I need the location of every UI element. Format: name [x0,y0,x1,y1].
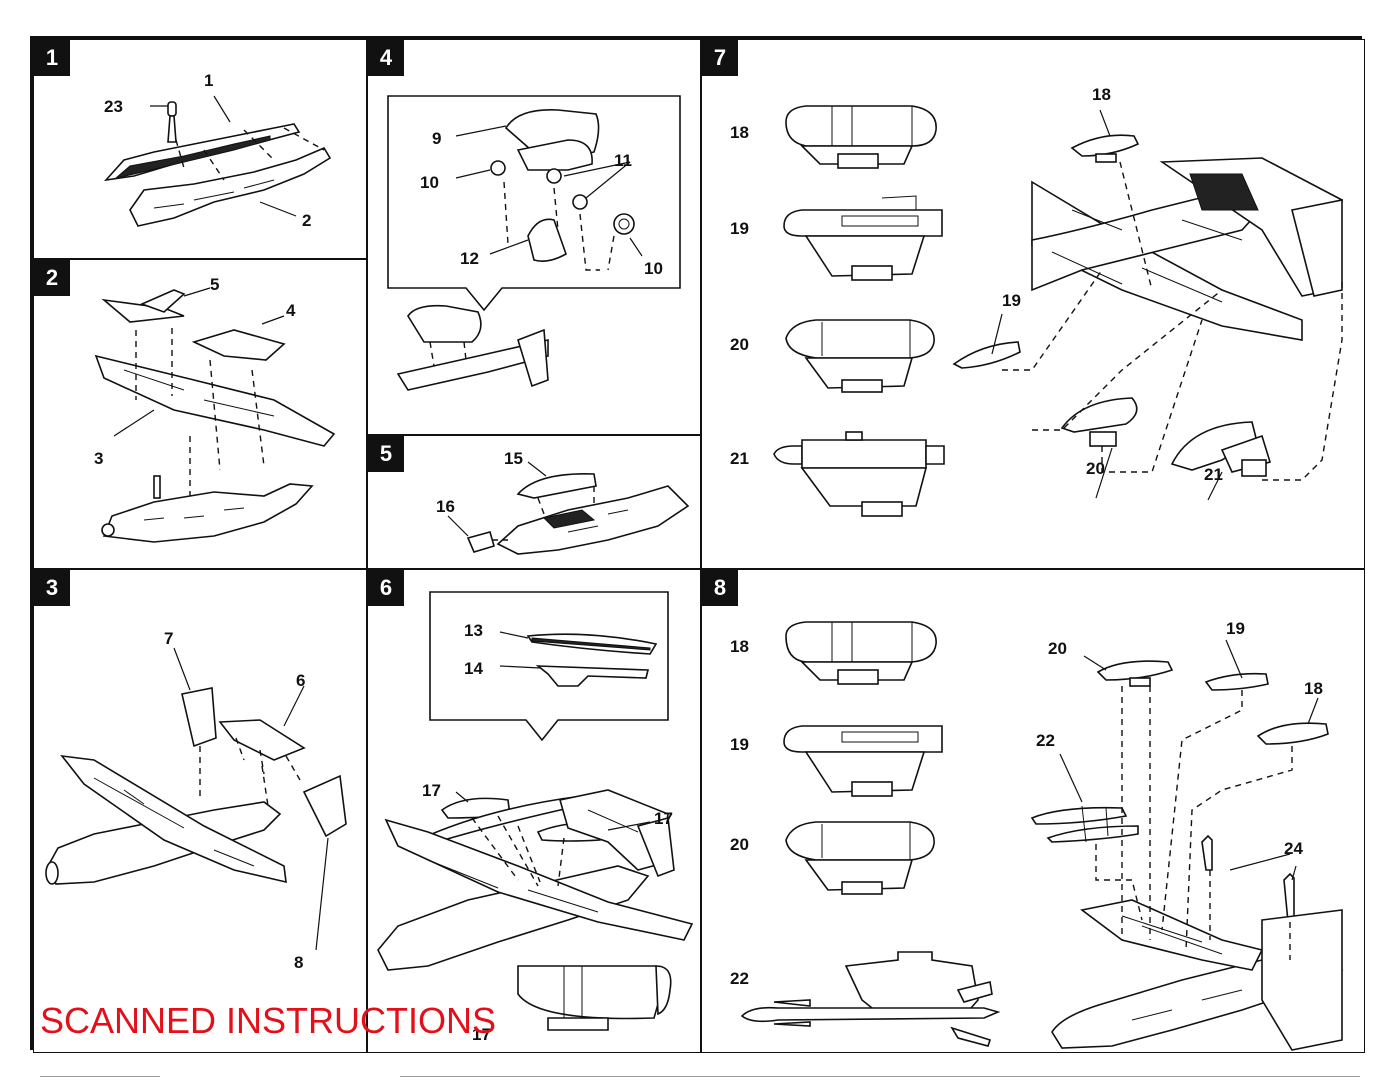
part-label-19: 19 [1002,291,1021,310]
step-5-number: 5 [368,436,404,472]
part-label-10-right: 10 [644,259,663,278]
footer-rule [400,1076,1360,1077]
step-7-panel: 7 18 19 20 21 [701,39,1365,569]
step-7-diagram: 18 19 20 21 [730,85,1343,517]
footer-rule [40,1076,160,1077]
store-key-label-18: 18 [730,637,749,656]
part-label-12: 12 [460,249,479,268]
part-label-9: 9 [432,129,441,148]
store-key-label-19: 19 [730,219,749,238]
store-key-label-22: 22 [730,969,749,988]
part-label-8: 8 [294,953,303,972]
step-6-diagram: 13 14 17 17 17 [377,591,694,1044]
step-2-panel: 2 5 4 3 [33,259,367,569]
step-1-panel: 1 23 1 2 [33,39,367,259]
part-label-24: 24 [1284,839,1303,858]
step-8-number: 8 [702,570,738,606]
part-label-1: 1 [204,71,213,90]
store-17-detail [517,965,663,1020]
part-label-19: 19 [1226,619,1245,638]
part-label-23: 23 [104,97,123,116]
part-label-17-right: 17 [654,809,673,828]
part-label-21: 21 [1204,465,1223,484]
part-label-4: 4 [286,301,296,320]
part-label-18: 18 [1304,679,1323,698]
step-6-panel: 6 13 14 [367,569,701,1053]
part-label-20: 20 [1086,459,1105,478]
step-4-panel: 4 9 11 10 10 12 [367,39,701,435]
store-key-label-20: 20 [730,335,749,354]
part-label-15: 15 [504,449,523,468]
step-4-diagram: 9 11 10 10 12 [387,95,681,391]
part-label-16: 16 [436,497,455,516]
part-label-17-left: 17 [422,781,441,800]
part-label-2: 2 [302,211,311,230]
part-label-18: 18 [1092,85,1111,104]
part-label-3: 3 [94,449,103,468]
step-5-panel: 5 15 16 [367,435,701,569]
step-8-diagram: 18 19 20 22 [730,619,1344,1051]
part-label-17-bottom: 17 [472,1025,491,1044]
step-4-number: 4 [368,40,404,76]
part-label-20: 20 [1048,639,1067,658]
step-3-number: 3 [34,570,70,606]
instruction-sheet: 1 23 1 2 2 [30,36,1365,1053]
step-1-diagram: 23 1 2 [103,71,332,230]
part-label-11: 11 [614,151,632,170]
step-5-diagram: 15 16 [436,449,690,555]
part-label-7: 7 [164,629,173,648]
part-label-13: 13 [464,621,483,640]
watermark-text: SCANNED INSTRUCTIONS [40,1000,497,1041]
part-label-22: 22 [1036,731,1055,750]
part-label-10-left: 10 [420,173,439,192]
store-key-label-18: 18 [730,123,749,142]
step-1-number: 1 [34,40,70,76]
part-label-6: 6 [296,671,305,690]
step-3-diagram: 7 6 8 [45,629,347,972]
part-label-14: 14 [464,659,483,678]
step-7-number: 7 [702,40,738,76]
step-2-number: 2 [34,260,70,296]
assembled-fuselage [47,801,282,885]
store-key-label-21: 21 [730,449,749,468]
step-3-panel: 3 7 6 8 [33,569,367,1053]
store-key-label-19: 19 [730,735,749,754]
part-label-5: 5 [210,275,219,294]
detail-callout [387,95,681,312]
store-key-label-20: 20 [730,835,749,854]
step-6-number: 6 [368,570,404,606]
fuselage-half-lower [129,146,332,227]
step-8-panel: 8 18 19 20 22 [701,569,1365,1053]
step-2-diagram: 5 4 3 [94,275,336,543]
